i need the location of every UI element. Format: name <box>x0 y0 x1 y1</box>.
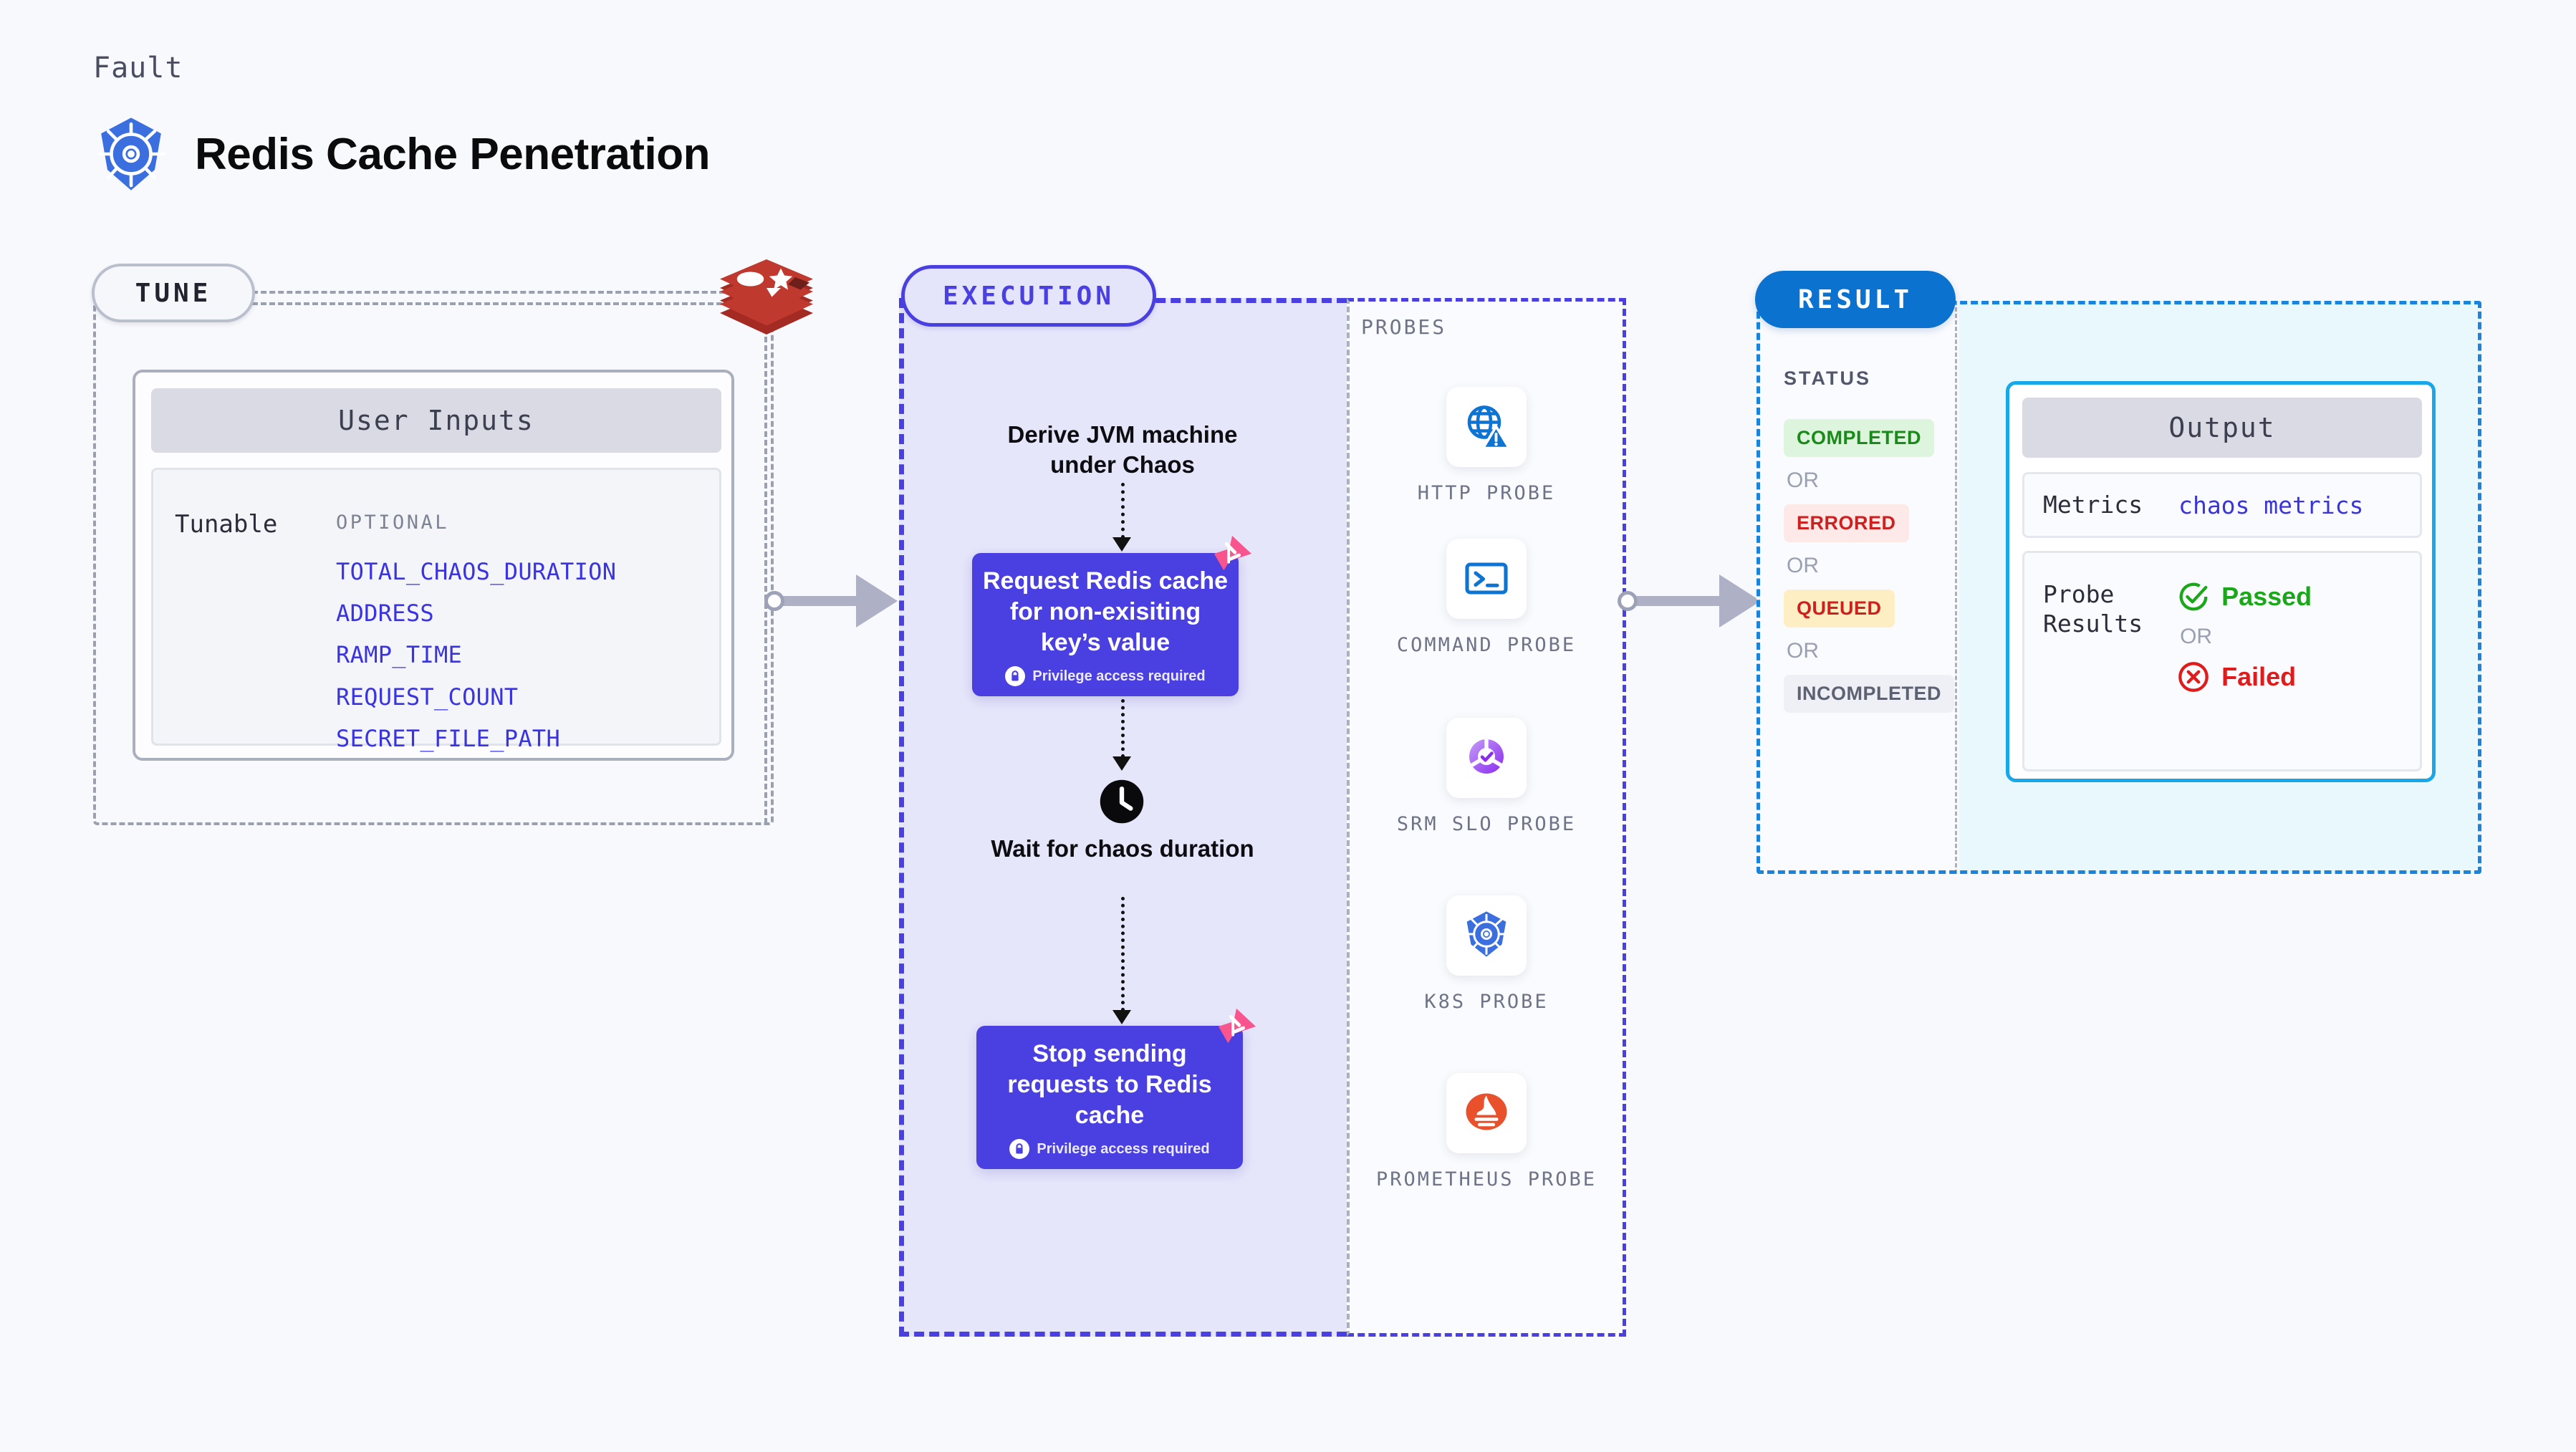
probe-tile <box>1446 718 1527 798</box>
output-title: Output <box>2022 398 2422 458</box>
privilege-note: Privilege access required <box>986 1139 1233 1160</box>
tunable-param[interactable]: SECRET_FILE_PATH <box>336 724 561 752</box>
flow-step-box-label: Request Redis cache for non-exisiting ke… <box>982 567 1229 656</box>
flow-arrowhead-icon <box>1112 537 1131 552</box>
page-kicker: Fault <box>93 52 183 85</box>
probe-label: HTTP PROBE <box>1417 482 1556 504</box>
tune-badge[interactable]: TUNE <box>92 264 255 322</box>
srm-slo-icon <box>1461 731 1512 786</box>
privilege-note: Privilege access required <box>982 666 1229 687</box>
lock-icon <box>1005 666 1026 687</box>
user-inputs-body: Tunable OPTIONAL TOTAL_CHAOS_DURATION AD… <box>151 468 721 752</box>
connector-tune-to-execution <box>764 574 908 628</box>
tunable-param[interactable]: REQUEST_COUNT <box>336 683 519 711</box>
tunable-param-list: TOTAL_CHAOS_DURATION ADDRESS RAMP_TIME R… <box>336 551 616 759</box>
execution-badge[interactable]: EXECUTION <box>901 265 1156 327</box>
tunable-param[interactable]: ADDRESS <box>336 600 434 628</box>
status-list: COMPLETED OR ERRORED OR QUEUED OR INCOMP… <box>1784 419 1955 713</box>
probe-results-key-label: Probe Results <box>2043 580 2143 638</box>
kubernetes-icon <box>1461 908 1512 963</box>
probe-tile <box>1446 539 1527 619</box>
redis-target-connector <box>764 337 767 824</box>
flow-arrowhead-icon <box>1112 756 1131 771</box>
optional-group-label: OPTIONAL <box>336 511 450 534</box>
metrics-key-label: Metrics <box>2043 490 2143 519</box>
clock-icon <box>1098 778 1145 825</box>
status-or-label: OR <box>1787 468 1819 492</box>
tunable-label: Tunable <box>175 510 278 539</box>
result-panel <box>1756 301 2481 874</box>
x-circle-icon <box>2177 660 2210 693</box>
terminal-icon <box>1461 552 1512 607</box>
tune-top-dashed-line <box>252 291 725 294</box>
flow-step-box[interactable]: Request Redis cache for non-exisiting ke… <box>972 535 1252 697</box>
page-title: Redis Cache Penetration <box>195 129 710 179</box>
prometheus-icon <box>1461 1086 1512 1141</box>
output-probe-results-row: Probe Results Passed OR <box>2022 551 2422 771</box>
probe-label: SRM SLO PROBE <box>1396 813 1577 835</box>
user-inputs-title: User Inputs <box>151 388 721 453</box>
probe-result-passed-label: Passed <box>2221 582 2312 611</box>
flow-step-label: Derive JVM machine under Chaos <box>1007 421 1238 479</box>
kubernetes-icon <box>92 115 170 193</box>
probe-item-prometheus[interactable]: PROMETHEUS PROBE <box>1347 1073 1626 1193</box>
check-circle-icon <box>2177 580 2210 613</box>
status-or-label: OR <box>1787 639 1819 663</box>
lock-icon <box>1009 1139 1030 1160</box>
probe-item-srm-slo[interactable]: SRM SLO PROBE <box>1347 718 1626 838</box>
result-badge[interactable]: RESULT <box>1755 271 1956 328</box>
page-header: Redis Cache Penetration <box>92 115 710 193</box>
redis-logo-icon <box>716 252 817 342</box>
probe-result-or-label: OR <box>2180 625 2213 648</box>
probe-result-failed: Failed <box>2177 660 2312 693</box>
output-metrics-row: Metrics chaos metrics <box>2022 472 2422 538</box>
result-status-column <box>1756 301 1957 874</box>
status-badge: INCOMPLETED <box>1784 675 1955 713</box>
globe-warning-icon <box>1461 400 1512 455</box>
flow-connector <box>1121 897 1125 1011</box>
privilege-note-label: Privilege access required <box>1037 1140 1210 1157</box>
flow-connector <box>1121 699 1125 758</box>
litmus-chaos-icon <box>1216 1007 1257 1044</box>
metrics-value-link[interactable]: chaos metrics <box>2178 491 2364 519</box>
probe-label: PROMETHEUS PROBE <box>1375 1168 1597 1191</box>
status-section-title: STATUS <box>1784 367 1871 389</box>
status-badge: COMPLETED <box>1784 419 1935 457</box>
tune-panel <box>93 302 774 825</box>
probe-tile <box>1446 387 1527 467</box>
probe-tile <box>1446 895 1527 976</box>
status-or-label: OR <box>1787 554 1819 577</box>
probes-section-label: PROBES <box>1361 315 1447 339</box>
user-inputs-card: User Inputs Tunable OPTIONAL TOTAL_CHAOS… <box>133 370 734 761</box>
probe-label: COMMAND PROBE <box>1396 634 1577 656</box>
flow-step-box[interactable]: Stop sending requests to Redis cache Pri… <box>976 1008 1256 1170</box>
probe-result-passed: Passed <box>2177 580 2312 613</box>
tunable-param[interactable]: TOTAL_CHAOS_DURATION <box>336 558 617 585</box>
connector-execution-to-result <box>1618 574 1775 628</box>
probe-result-failed-label: Failed <box>2221 662 2297 691</box>
probe-tile <box>1446 1073 1527 1153</box>
litmus-chaos-icon <box>1211 534 1253 572</box>
privilege-note-label: Privilege access required <box>1032 668 1206 684</box>
probes-panel <box>1347 298 1626 1337</box>
probe-item-http[interactable]: HTTP PROBE <box>1347 387 1626 507</box>
flow-step-label: Wait for chaos duration <box>991 835 1254 862</box>
status-badge: ERRORED <box>1784 504 1909 542</box>
probe-results-values: Passed OR Failed <box>2177 580 2312 693</box>
flow-arrowhead-icon <box>1112 1010 1131 1024</box>
output-card: Output Metrics chaos metrics Probe Resul… <box>2006 381 2436 782</box>
flow-connector <box>1121 483 1125 539</box>
flow-step-box-label: Stop sending requests to Redis cache <box>1007 1040 1212 1129</box>
probe-label: K8S PROBE <box>1424 991 1549 1013</box>
tunable-param[interactable]: RAMP_TIME <box>336 641 463 669</box>
probe-item-k8s[interactable]: K8S PROBE <box>1347 895 1626 1016</box>
probe-item-command[interactable]: COMMAND PROBE <box>1347 539 1626 659</box>
status-badge: QUEUED <box>1784 590 1895 628</box>
